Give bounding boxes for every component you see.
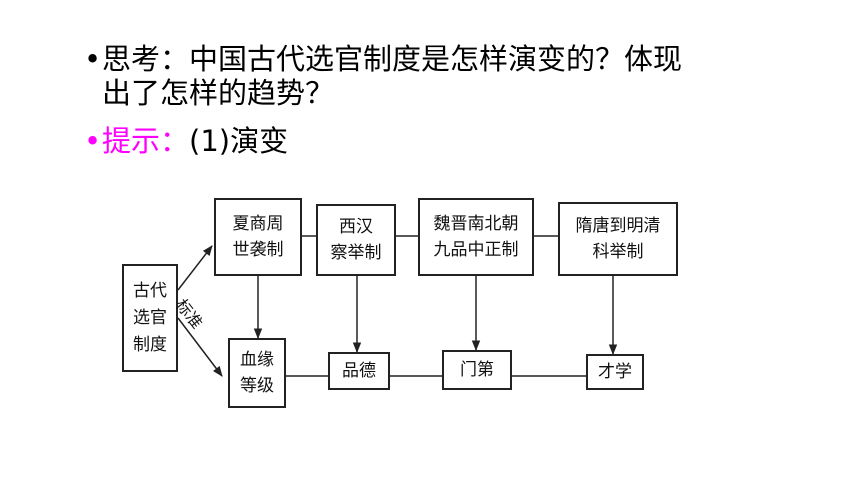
system-box-wei-jin: 魏晋南北朝 九品中正制	[418, 198, 534, 276]
standard-box-virtue: 品德	[328, 352, 390, 390]
standard-box-blood-rank: 血缘 等级	[228, 338, 286, 408]
standard-1-line-2: 等级	[240, 376, 274, 396]
system-4-era: 隋唐到明清	[575, 216, 661, 236]
standard-box-talent: 才学	[586, 354, 644, 390]
system-4-name: 科举制	[592, 242, 644, 262]
system-box-xia-shang-zhou: 夏商周 世袭制	[214, 198, 302, 276]
system-3-name: 九品中正制	[433, 240, 519, 260]
bullet-dot: •	[84, 42, 102, 76]
system-1-name: 世袭制	[232, 240, 284, 260]
question-label: 思考：	[102, 42, 190, 76]
system-box-xi-han: 西汉 察举制	[316, 204, 396, 276]
standard-4-text: 才学	[598, 362, 632, 382]
system-3-era: 魏晋南北朝	[433, 214, 519, 234]
standard-3-text: 门第	[460, 360, 494, 380]
standard-1-line-1: 血缘	[240, 350, 274, 370]
arrow-root-to-standard	[177, 317, 223, 377]
root-box: 古代 选官 制度	[122, 264, 178, 372]
hint-label: 提示：	[102, 124, 190, 158]
question-line-1: •思考：中国古代选官制度是怎样演变的？体现	[84, 42, 682, 76]
root-line-2: 选官	[133, 307, 167, 328]
system-1-era: 夏商周	[232, 214, 284, 234]
root-line-3: 制度	[133, 334, 167, 355]
system-2-name: 察举制	[330, 243, 382, 263]
hint-line: •提示：(1)演变	[84, 124, 288, 158]
root-line-1: 古代	[133, 280, 167, 301]
bullet-dot: •	[84, 124, 102, 158]
question-line-2: 出了怎样的趋势？	[102, 76, 335, 110]
standard-2-text: 品德	[342, 361, 376, 381]
hint-text: (1)演变	[189, 124, 289, 158]
system-box-sui-tang-ming-qing: 隋唐到明清 科举制	[558, 202, 678, 276]
system-2-era: 西汉	[339, 217, 373, 237]
arrow-root-to-system	[177, 245, 213, 291]
question-text-1: 中国古代选官制度是怎样演变的？体现	[189, 42, 683, 76]
standard-box-family-status: 门第	[442, 350, 512, 390]
